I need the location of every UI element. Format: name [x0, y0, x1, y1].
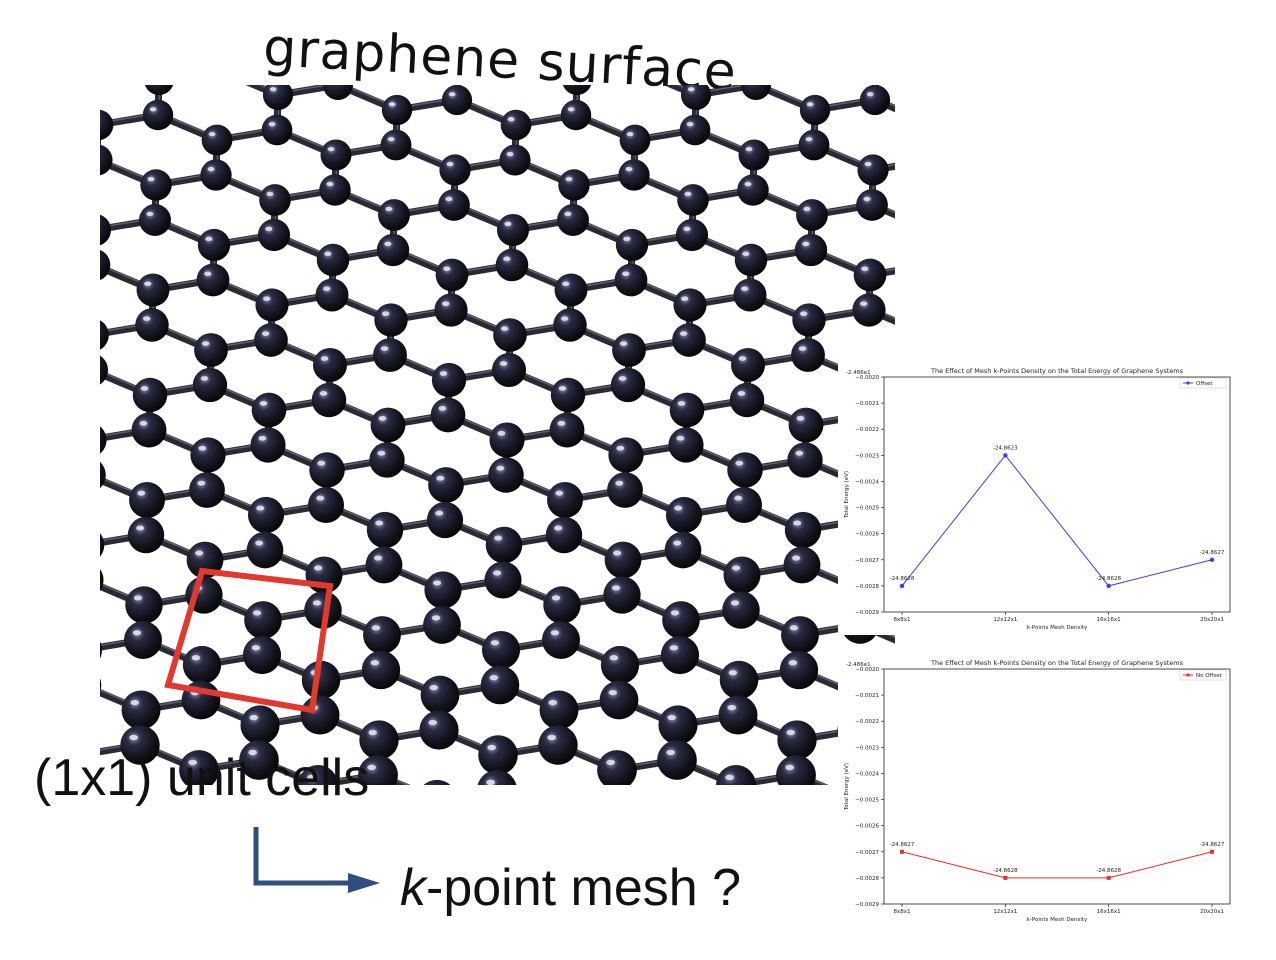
- chart-0-data-label: -24.8628: [890, 576, 915, 582]
- chart-0-ytick-label: −0.0023: [855, 453, 879, 459]
- chart-0-xlabel: k-Points Mesh Density: [1027, 625, 1088, 631]
- chart-1-xtick-label: 8x8x1: [893, 909, 910, 915]
- chart-0-legend-label: Offset: [1196, 381, 1213, 387]
- chart-1-ytick-label: −0.0026: [855, 824, 879, 830]
- chart-0-ytick-label: −0.0027: [855, 558, 879, 564]
- chart-no-offset-svg: The Effect of Mesh k-Points Density on t…: [844, 659, 1231, 923]
- unit-cell-outline: [164, 567, 334, 714]
- chart-1-xtick-label: 12x12x1: [993, 909, 1017, 915]
- chart-0-plot-frame: [883, 376, 1231, 613]
- chart-0-xtick-label: 16x16x1: [1097, 617, 1121, 623]
- chart-1-xlabel: k-Points Mesh Density: [1027, 917, 1088, 923]
- chart-0-data-label: -24.8623: [993, 445, 1018, 451]
- chart-0-ytick-label: −0.0021: [855, 401, 879, 407]
- chart-offset: The Effect of Mesh k-Points Density on t…: [838, 363, 1236, 635]
- mesh-caption-k: k: [400, 859, 426, 917]
- chart-1-xtick-label: 20x20x1: [1200, 909, 1224, 915]
- chart-1-ytick-label: −0.0028: [855, 876, 879, 882]
- chart-1-xtick-label: 16x16x1: [1097, 909, 1121, 915]
- chart-1-offset-label: -2.486e1: [846, 662, 871, 668]
- chart-0-ytick-label: −0.0028: [855, 584, 879, 590]
- chart-1-point: [1106, 875, 1111, 880]
- chart-1-data-label: -24.8627: [1200, 842, 1225, 848]
- chart-0-ytick-label: −0.0022: [855, 427, 879, 433]
- chart-no-offset: The Effect of Mesh k-Points Density on t…: [838, 655, 1236, 927]
- chart-1-ytick-label: −0.0021: [855, 693, 879, 699]
- chart-1-legend-marker: [1186, 673, 1190, 677]
- chart-0-point: [1003, 453, 1008, 458]
- chart-0-legend-box: [1179, 377, 1227, 389]
- chart-1-data-label: -24.8628: [993, 868, 1018, 874]
- chart-0-xtick-label: 20x20x1: [1200, 617, 1224, 623]
- chart-1-legend-box: [1179, 669, 1227, 681]
- chart-0-offset-label: -2.486e1: [846, 370, 871, 376]
- chart-0-xtick-label: 8x8x1: [893, 617, 910, 623]
- chart-0-ytick-label: −0.0020: [855, 375, 879, 381]
- mesh-caption-text: -point mesh ?: [426, 859, 742, 917]
- chart-0-series-line: [901, 454, 1213, 587]
- chart-1-ytick-label: −0.0027: [855, 850, 879, 856]
- chart-0-ylabel: Total Energy (eV): [844, 471, 850, 519]
- chart-1-ytick-label: −0.0023: [855, 745, 879, 751]
- chart-1-series-line: [901, 851, 1213, 879]
- arrow-icon: [253, 827, 380, 893]
- chart-1-ylabel: Total Energy (eV): [844, 763, 850, 811]
- chart-1-ytick-label: −0.0020: [855, 667, 879, 673]
- graphene-lattice-illustration: [100, 85, 895, 785]
- mesh-caption: k-point mesh ?: [400, 858, 741, 918]
- chart-0-xtick-label: 12x12x1: [993, 617, 1017, 623]
- chart-0-data-label: -24.8627: [1200, 550, 1225, 556]
- chart-1-data-label: -24.8627: [890, 842, 915, 848]
- chart-1-point: [1210, 849, 1214, 854]
- chart-0-ytick-label: −0.0024: [855, 479, 879, 485]
- chart-1-title: The Effect of Mesh k-Points Density on t…: [930, 659, 1184, 667]
- chart-1-plot-frame: [883, 668, 1231, 905]
- chart-0-ytick-label: −0.0025: [855, 506, 879, 512]
- chart-1-legend-label: No Offset: [1196, 673, 1223, 679]
- chart-1-point: [1003, 875, 1008, 880]
- chart-0-legend-marker: [1186, 381, 1190, 385]
- chart-offset-svg: The Effect of Mesh k-Points Density on t…: [844, 367, 1231, 631]
- chart-1-data-label: -24.8628: [1096, 868, 1121, 874]
- chart-0-point: [1106, 583, 1111, 589]
- chart-0-ytick-label: −0.0026: [855, 532, 879, 538]
- chart-1-ytick-label: −0.0029: [855, 902, 879, 908]
- chart-0-point: [1209, 557, 1215, 562]
- chart-1-point: [900, 849, 904, 854]
- chart-0-title: The Effect of Mesh k-Points Density on t…: [930, 367, 1184, 375]
- chart-1-ytick-label: −0.0024: [855, 771, 879, 777]
- lattice-atoms: [100, 85, 895, 785]
- unit-cell-caption: (1x1) unit cells: [34, 749, 370, 807]
- chart-0-ytick-label: −0.0029: [855, 610, 879, 616]
- chart-0-data-label: -24.8628: [1096, 576, 1121, 582]
- chart-1-ytick-label: −0.0022: [855, 719, 879, 725]
- chart-1-ytick-label: −0.0025: [855, 798, 879, 804]
- chart-0-point: [899, 583, 905, 589]
